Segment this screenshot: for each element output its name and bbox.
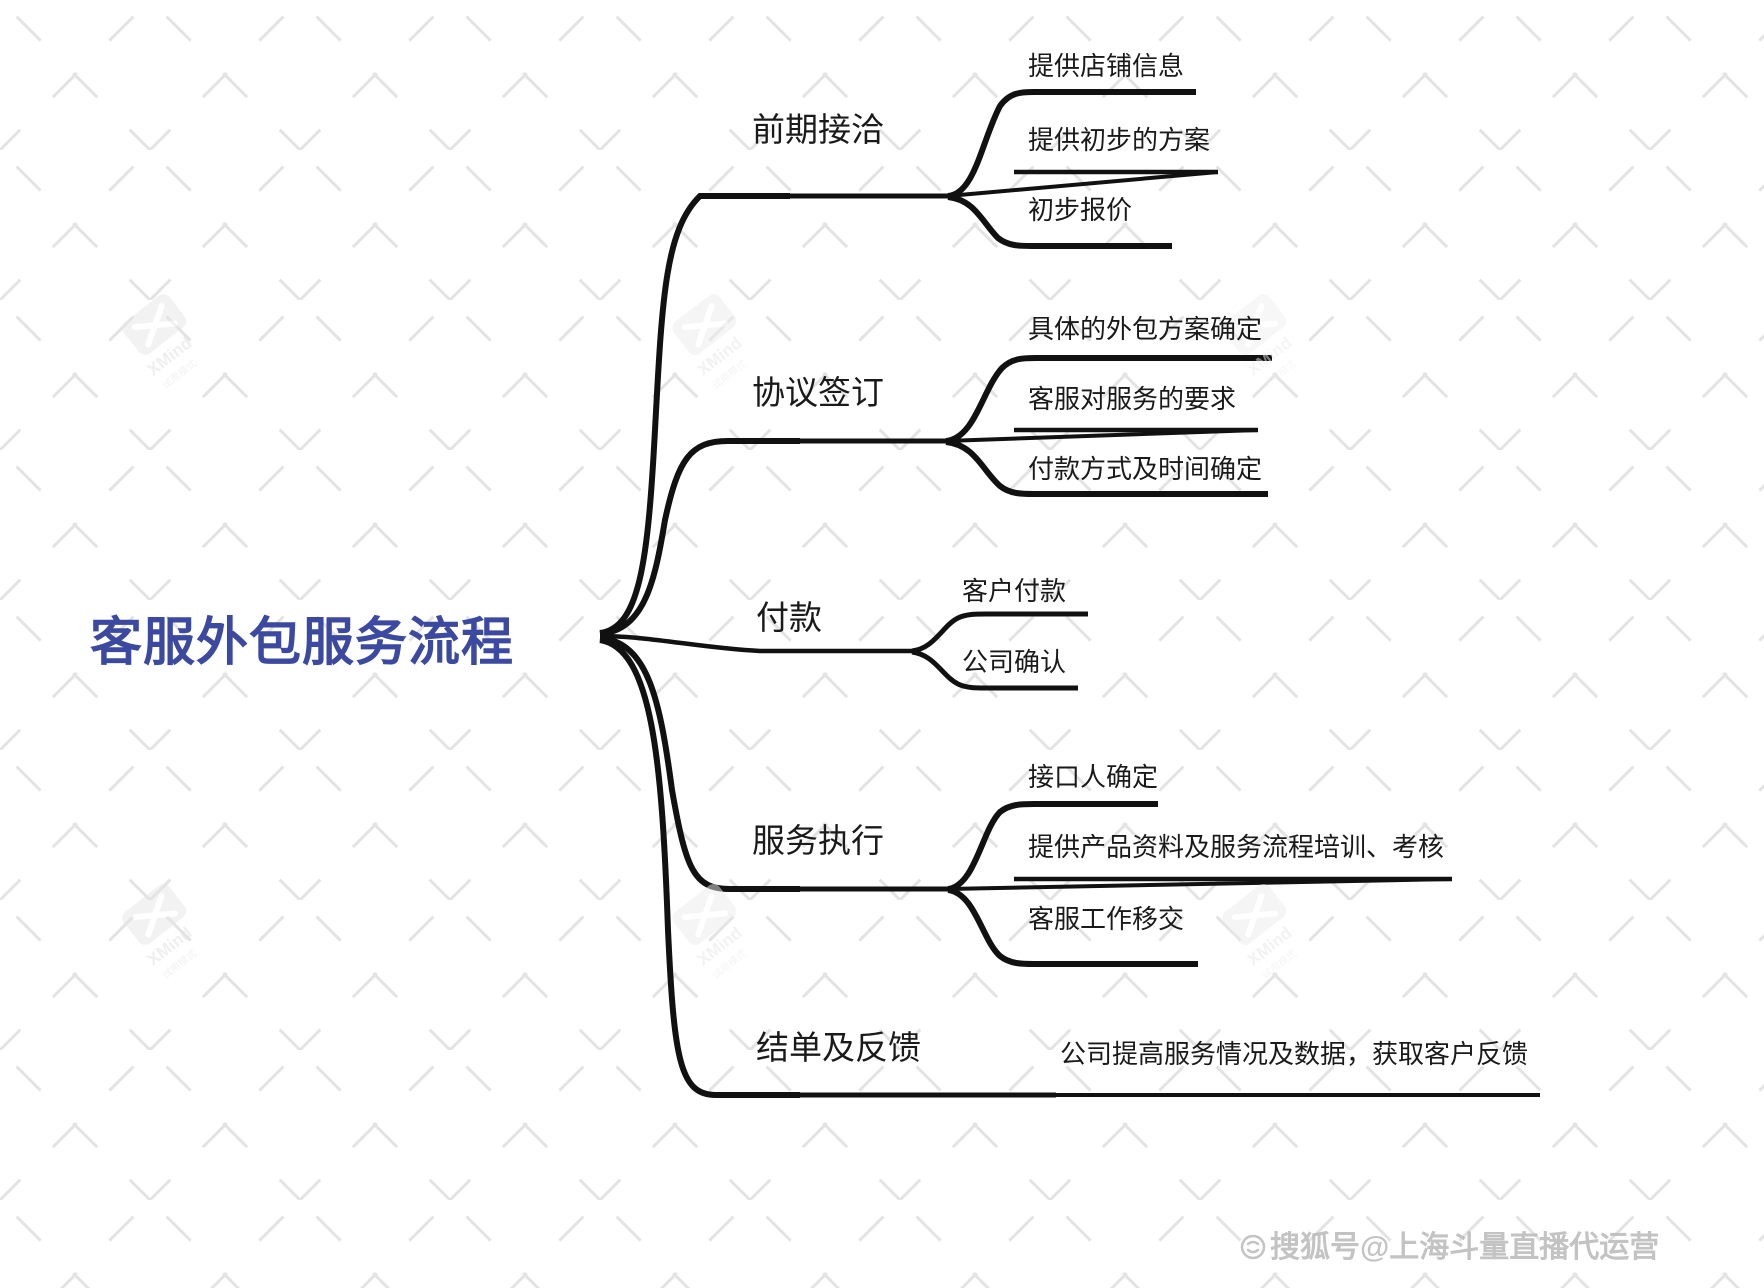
leaf-label-1-0[interactable]: 具体的外包方案确定 bbox=[1028, 314, 1263, 344]
leaf-label-4-0[interactable]: 公司提高服务情况及数据，获取客户反馈 bbox=[1060, 1039, 1529, 1069]
branch-label-2[interactable]: 付款 bbox=[756, 599, 822, 636]
leaf-label-3-2[interactable]: 客服工作移交 bbox=[1028, 904, 1185, 934]
leaf-label-2-0[interactable]: 客户付款 bbox=[962, 576, 1067, 606]
branch-label-0[interactable]: 前期接洽 bbox=[752, 111, 884, 148]
leaf-label-0-0[interactable]: 提供店铺信息 bbox=[1028, 51, 1185, 81]
footer-watermark-text: 搜狐号@上海斗量直播代运营 bbox=[1270, 1231, 1660, 1264]
leaf-label-3-1[interactable]: 提供产品资料及服务流程培训、考核 bbox=[1028, 832, 1445, 862]
leaf-label-0-1[interactable]: 提供初步的方案 bbox=[1028, 125, 1211, 155]
branch-label-1[interactable]: 协议签订 bbox=[752, 374, 884, 411]
leaf-label-1-1[interactable]: 客服对服务的要求 bbox=[1028, 384, 1237, 414]
root-node-label[interactable]: 客服外包服务流程 bbox=[90, 614, 515, 672]
leaf-label-3-0[interactable]: 接口人确定 bbox=[1028, 762, 1159, 792]
leaf-label-2-1[interactable]: 公司确认 bbox=[962, 647, 1067, 677]
footer-watermark: 搜狐号@上海斗量直播代运营 bbox=[1240, 1222, 1659, 1268]
sohu-logo-icon bbox=[1240, 1234, 1266, 1268]
leaf-label-1-2[interactable]: 付款方式及时间确定 bbox=[1028, 454, 1263, 484]
branch-label-3[interactable]: 服务执行 bbox=[752, 822, 884, 859]
leaf-label-0-2[interactable]: 初步报价 bbox=[1028, 195, 1133, 225]
branch-label-4[interactable]: 结单及反馈 bbox=[756, 1029, 921, 1066]
